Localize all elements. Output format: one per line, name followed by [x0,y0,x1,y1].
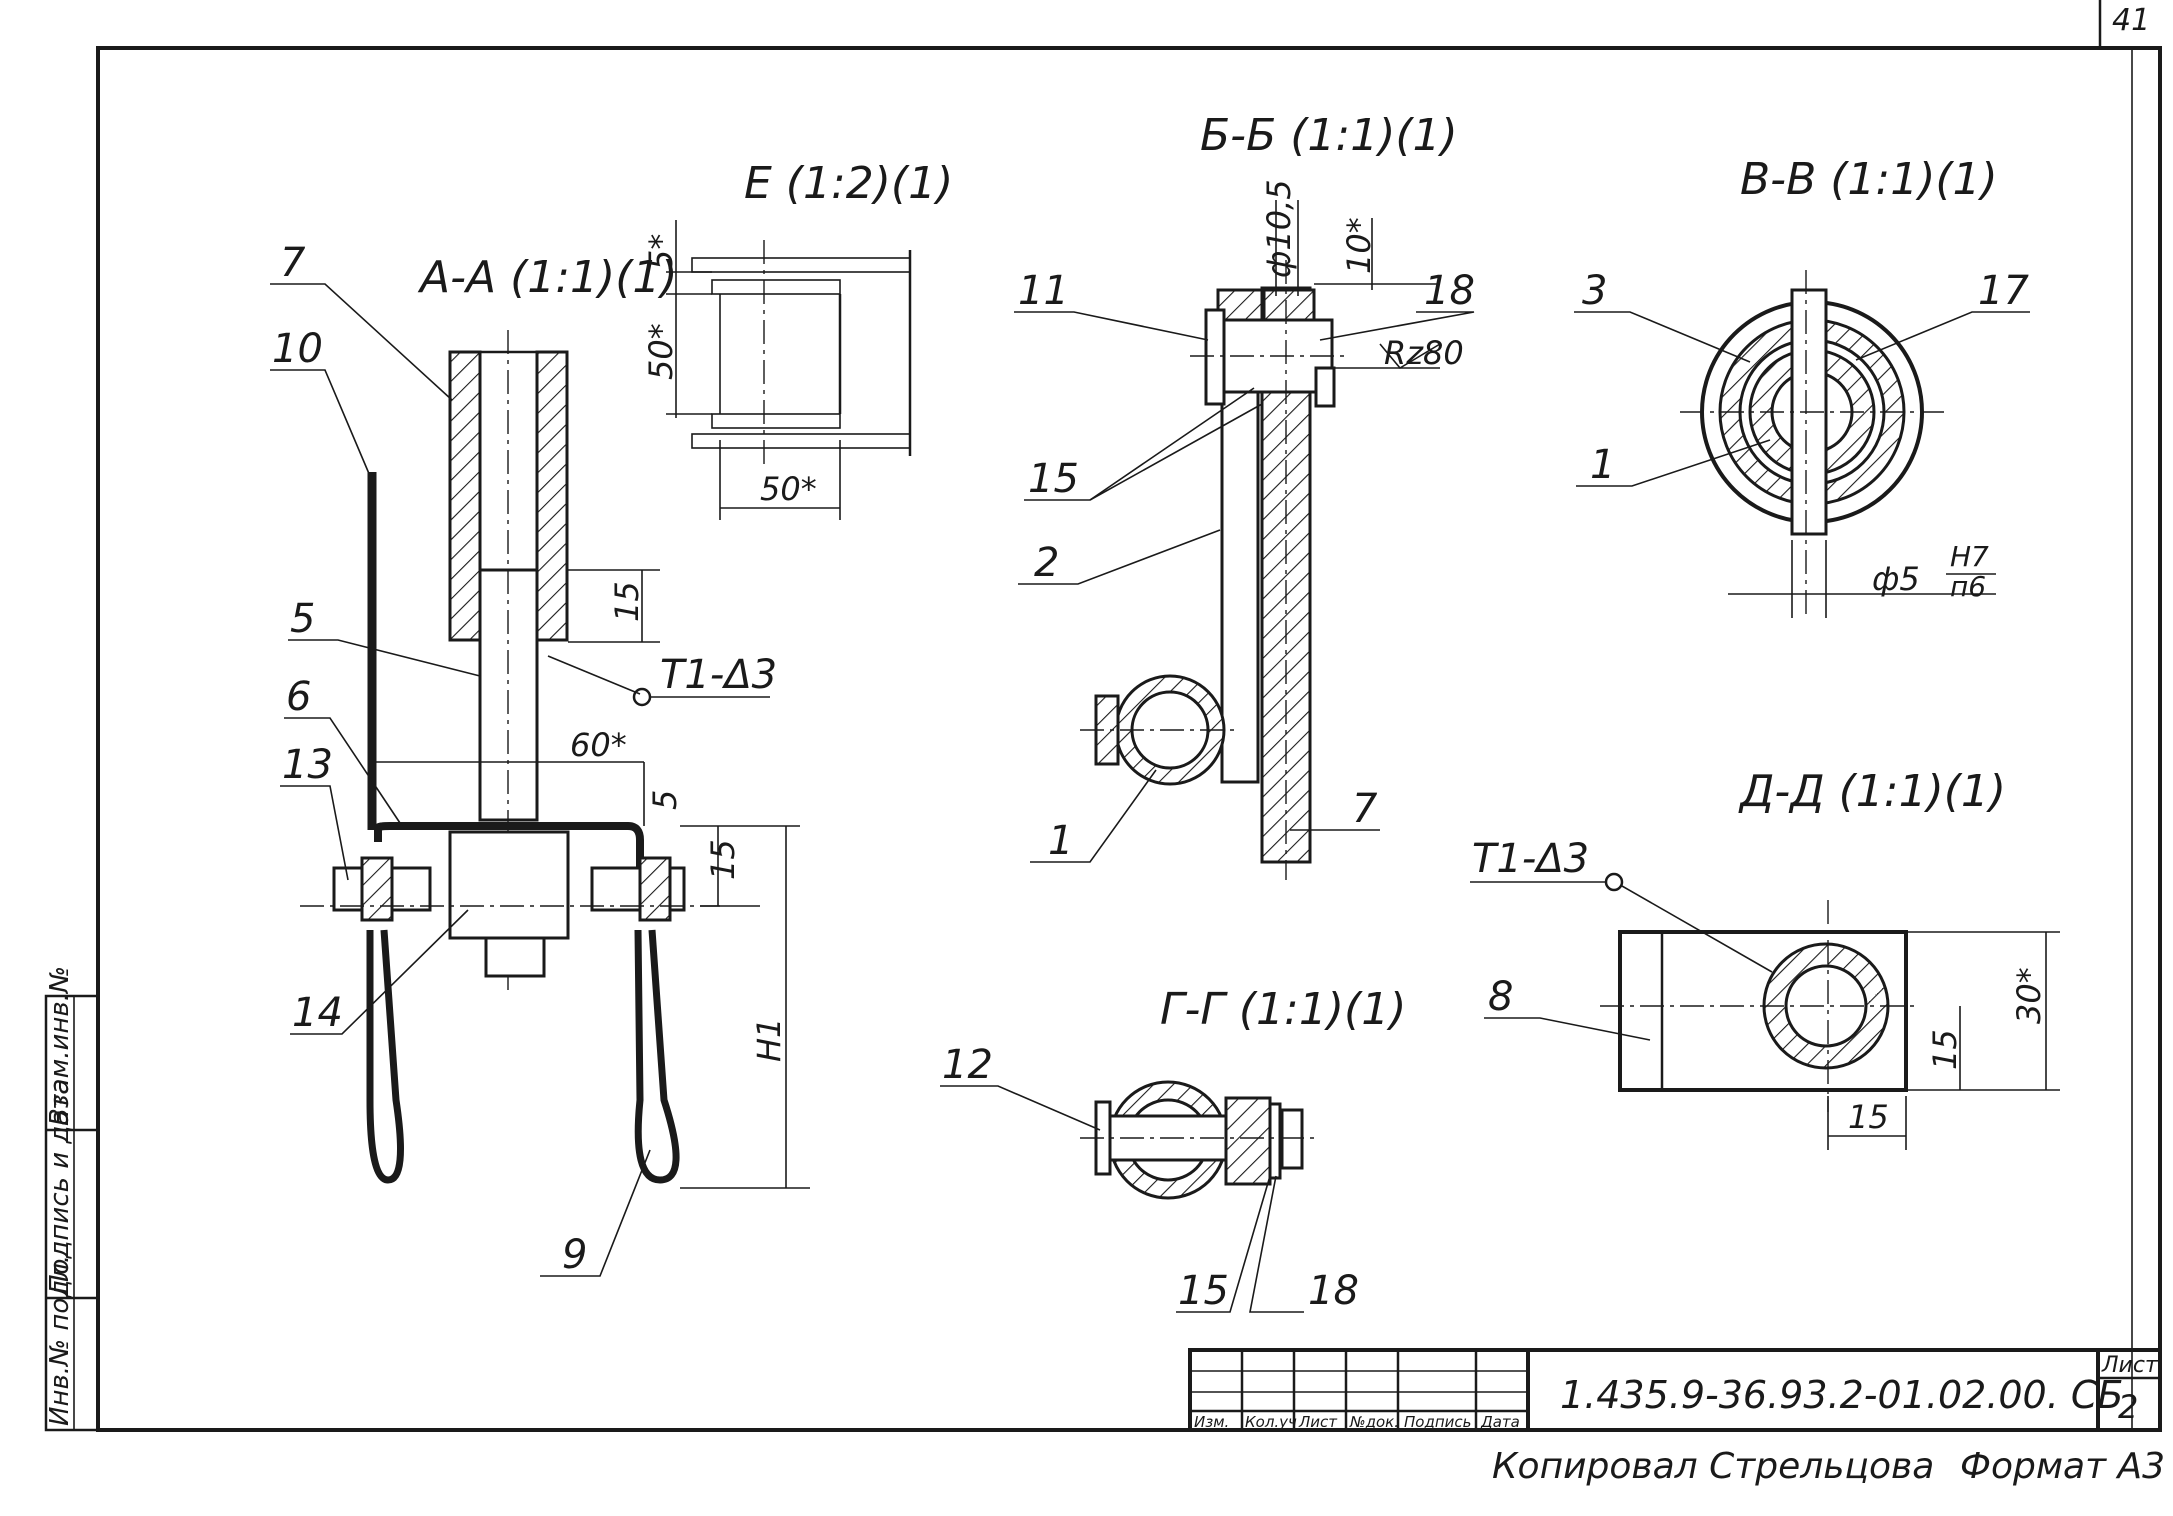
bolt-end [484,936,546,978]
stamp-inv-label: Инв.№ подл. [45,1255,75,1426]
callout-7-bb: 7 [1352,786,1378,832]
callout-10: 10 [272,326,323,372]
footer-copied-by: Копировал Стрельцова [1492,1446,1934,1487]
dim-d10-5: ф10,5 [1260,179,1298,278]
tb-sheet-label: Лист [2101,1353,2159,1378]
pipe-wall-right [535,350,569,642]
view-vv: В-В (1:1)(1) 3 17 1 ф5 H7 п6 [1574,154,2030,620]
tb-header-doc: №док. [1349,1413,1399,1431]
title-block [1188,1348,2162,1432]
dim-e-5: 5* [642,234,680,270]
dim-dd-15-vert: 15 [1926,1029,1964,1070]
drawing-frame [96,0,2162,1432]
callout-6: 6 [286,674,311,720]
view-aa: А-А (1:1)(1) 7 10 5 6 13 [270,240,810,1278]
tb-header-date: Дата [1480,1413,1520,1431]
dim-10: 10* [1340,217,1378,274]
callout-1-vv: 1 [1590,442,1615,488]
callout-9: 9 [562,1232,587,1278]
tb-header-sign: Подпись [1404,1413,1471,1431]
view-gg: Г-Г (1:1)(1) 12 15 18 [940,984,1406,1314]
callout-11: 11 [1018,268,1069,314]
callout-18-bb: 18 [1424,268,1475,314]
tb-sheet-number: 2 [2118,1388,2138,1426]
tb-header-kol: Кол.уч [1245,1413,1297,1431]
callout-14: 14 [292,990,343,1036]
weld-note-dd: Т1-Δ3 [1472,836,1589,882]
side-stamp: Инв.№ подл. Подпись и дата Взам.инв.№ [44,966,100,1432]
dim-dd-15-horz: 15 [1848,1098,1889,1136]
callout-8: 8 [1488,974,1513,1020]
dim-30: 30* [2010,967,2048,1024]
callout-15-bb: 15 [1028,456,1079,502]
view-vv-title: В-В (1:1)(1) [1740,154,1998,205]
view-bb: Б-Б (1:1)(1) ф10,5 10* Rz80 11 18 [1014,110,1475,880]
fit-lower: п6 [1950,570,1986,603]
view-dd-title: Д-Д (1:1)(1) [1738,766,2006,817]
footer-format: Формат А3 [1960,1446,2165,1487]
view-bb-title: Б-Б (1:1)(1) [1200,110,1458,161]
callout-15-gg: 15 [1178,1268,1229,1314]
tb-header-list: Лист [1298,1413,1338,1431]
roughness-rz80: Rz80 [1384,334,1464,372]
view-aa-title: А-А (1:1)(1) [417,252,678,303]
callout-18-gg: 18 [1308,1268,1359,1314]
dim-e-50-horz: 50* [760,470,817,508]
view-e: Е (1:2)(1) 5* 50* 50* [642,158,953,520]
callout-17: 17 [1978,268,2029,314]
callout-12: 12 [942,1042,993,1088]
block-8 [1618,930,1908,1092]
callout-1-bb: 1 [1048,818,1073,864]
fit-upper: H7 [1950,540,1989,573]
callout-13: 13 [282,742,333,788]
callout-5: 5 [290,596,315,642]
view-gg-title: Г-Г (1:1)(1) [1160,984,1406,1035]
weld-note-aa: Т1-Δ3 [660,652,777,698]
callout-3: 3 [1582,268,1607,314]
stamp-sign-label: Подпись и дата [45,1079,75,1294]
dim-15-side: 15 [704,839,742,880]
plate-2 [1220,378,1260,784]
document-code: 1.435.9-36.93.2-01.02.00. СБ [1560,1373,2124,1417]
callout-2: 2 [1034,540,1059,586]
corner-sheet-number: 41 [2112,3,2150,38]
dim-5: 5 [646,790,684,810]
pipe-wall-left [448,350,482,642]
dim-e-50-vert: 50* [642,323,680,380]
dim-60: 60* [570,726,627,764]
nut-block [448,830,570,940]
fit-diameter: ф5 [1872,560,1920,598]
stamp-replace-label: Взам.инв.№ [45,966,75,1126]
view-dd: Д-Д (1:1)(1) Т1-Δ3 8 30* 15 15 [1470,766,2060,1150]
view-e-title: Е (1:2)(1) [744,158,953,209]
tb-header-izm: Изм. [1194,1413,1229,1431]
callout-7: 7 [280,240,306,286]
dim-15-top: 15 [608,581,646,622]
bracket [374,822,644,870]
dim-h1: H1 [750,1018,788,1062]
